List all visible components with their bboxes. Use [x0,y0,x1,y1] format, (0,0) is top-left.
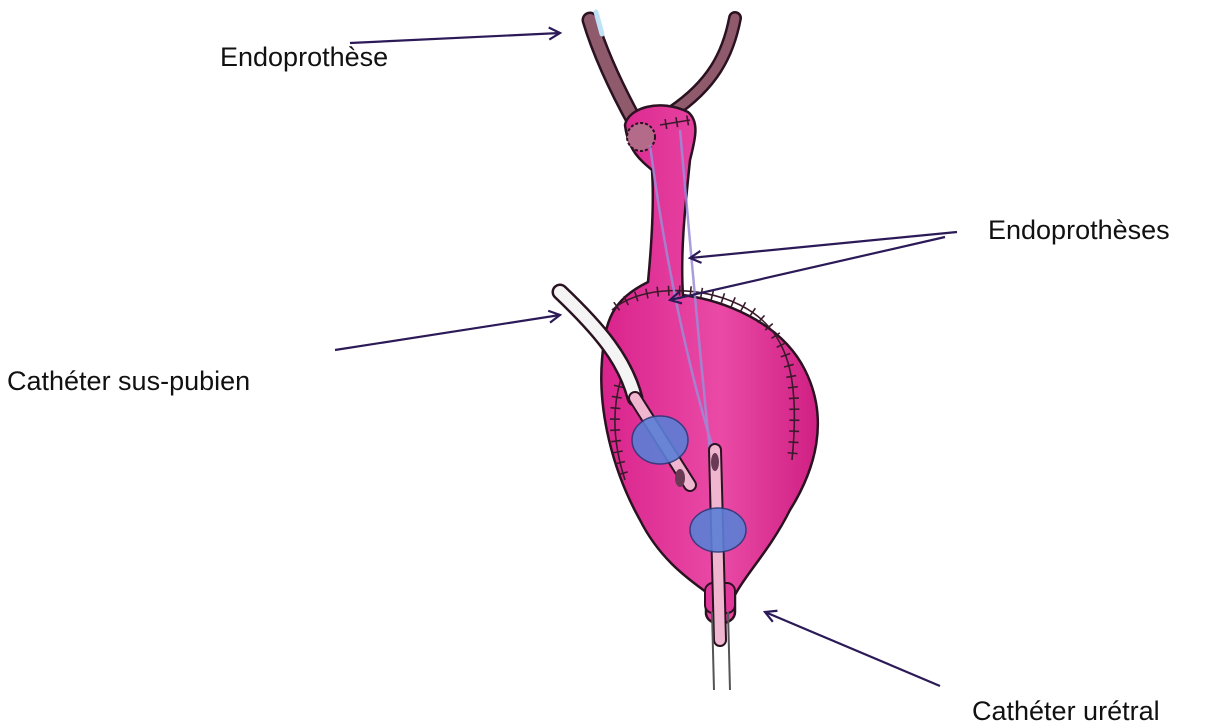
suture-tick [750,308,756,316]
ureter-tube-right [672,18,735,112]
suture-tick [610,430,620,431]
arrow-catheter-uretral [765,612,940,686]
arrow-catheter-sus-pubien [335,315,560,350]
label-catheter-sus-pubien: Cathéter sus-pubien [7,366,250,396]
urethral-balloon-icon [690,508,746,552]
label-endoprotheses: Endoprothèses [988,215,1170,245]
suture-tick [789,442,799,443]
label-catheter-uretral: Cathéter urétral [972,696,1160,726]
suture-tick [789,398,799,399]
suprapubic-balloon-icon [632,416,688,464]
suture-tick [788,453,798,454]
arrow-endoprotheses-1 [690,232,957,258]
label-endoprothese: Endoprothèse [220,42,388,72]
suture-tick [610,408,620,409]
